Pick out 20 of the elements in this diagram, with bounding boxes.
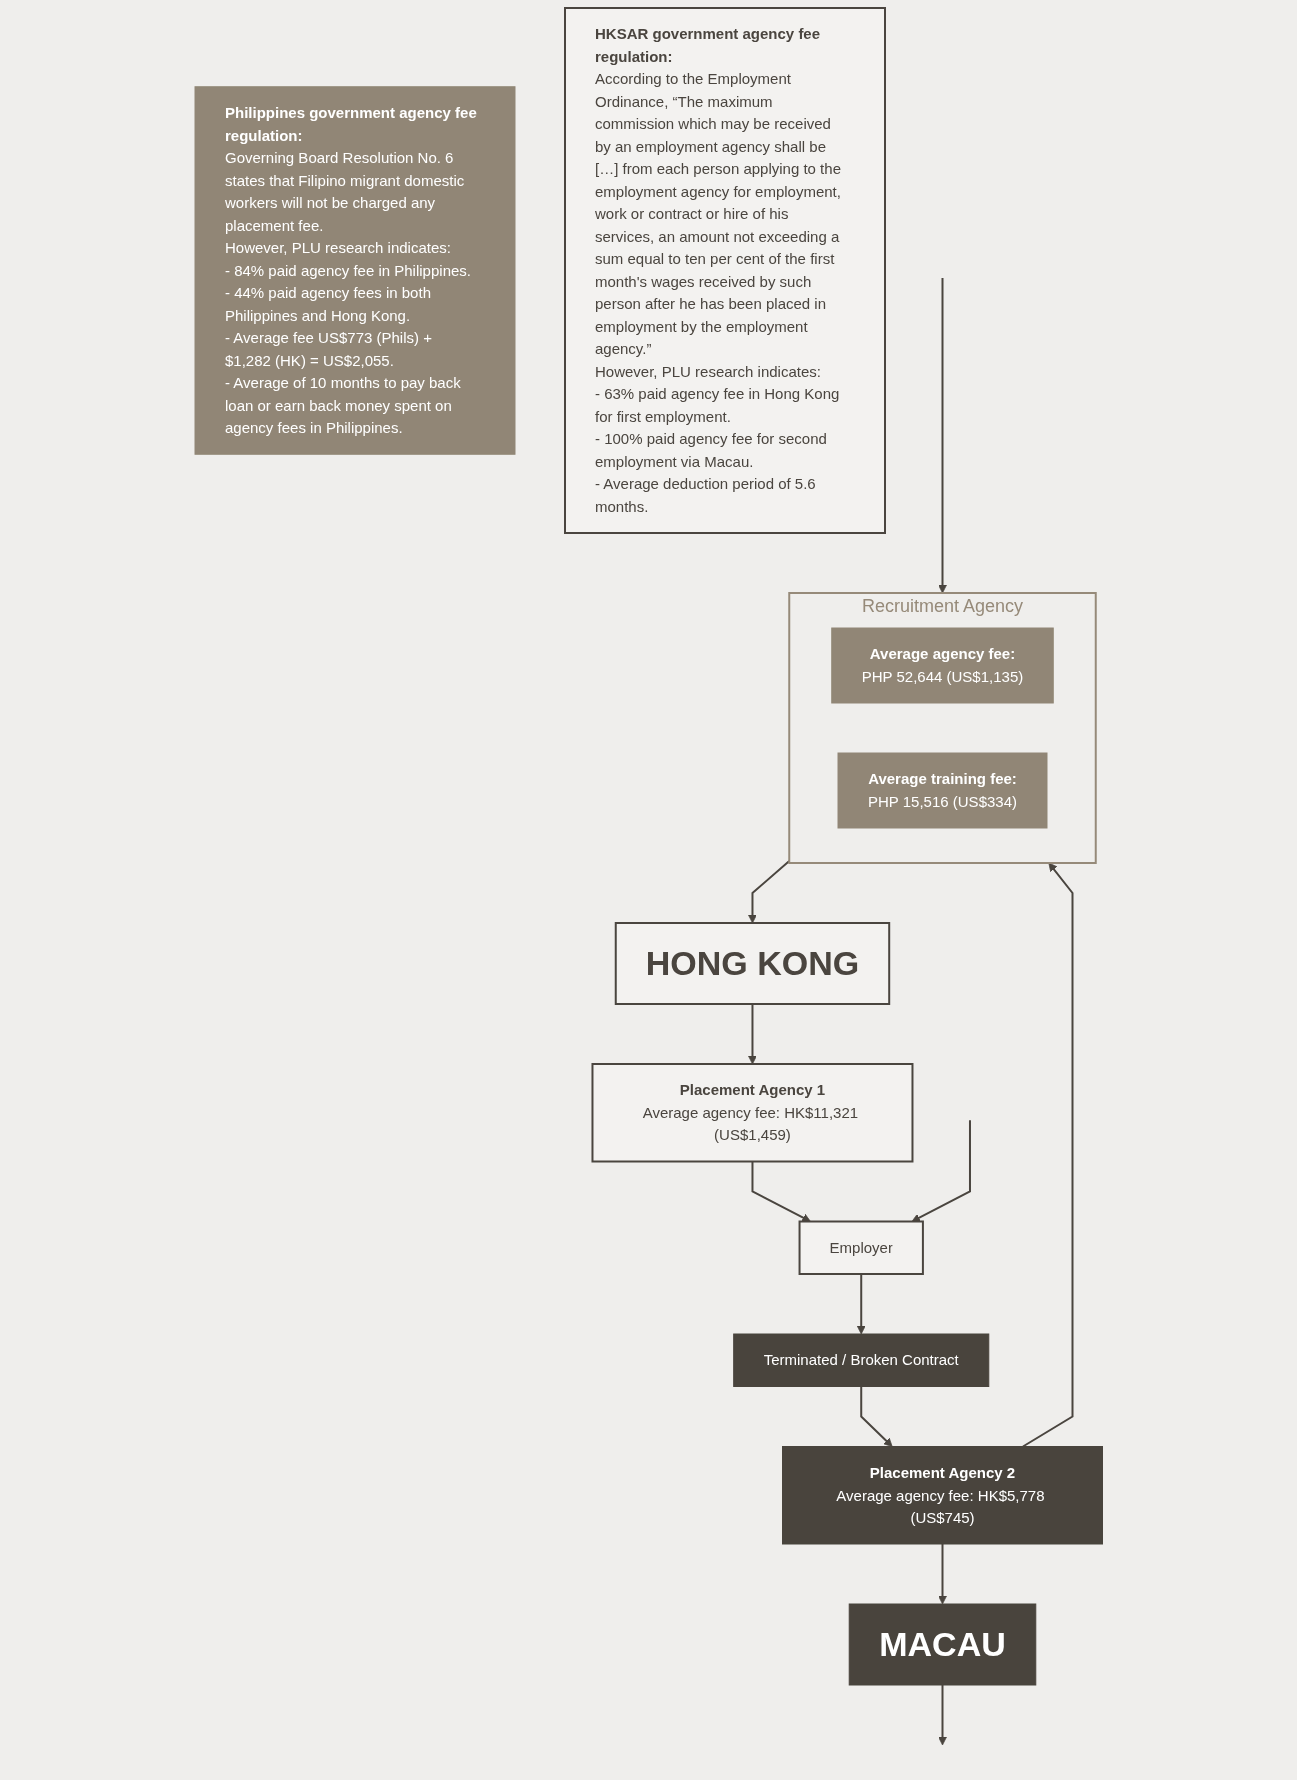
node-box: Placement Agency 1 Average agency fee: HK$11,321 (US$1,459) xyxy=(591,1063,914,1163)
arrow xyxy=(856,1273,866,1335)
arrow xyxy=(937,1684,947,1746)
node-box: Employer xyxy=(798,1220,924,1275)
node-box: MACAU xyxy=(848,1603,1036,1686)
arrow xyxy=(860,1385,893,1447)
node-box: HONG KONG xyxy=(614,922,890,1005)
node-box: Average training fee: PHP 15,516 (US$334) xyxy=(837,752,1048,829)
arrow xyxy=(937,277,947,594)
node-box: Philippines government agency fee regulation: Governing Board Resolution No. 6 states that Filipino migrant domestic workers will not be charged any placement fee. However, PLU research indicates: - 84% paid agency fee in Philippines. - 44% paid agency fees in both Philippines and Hong Kong. - Average fee US$773 (Phils) + $1,282 (HK) = US$2,055. - Average of 10 months to pay back loan or earn back money spent on agency fees in Philippines. xyxy=(194,86,516,455)
node-box: Placement Agency 2 Average agency fee: HK$5,778 (US$745) xyxy=(781,1446,1103,1545)
node-box: Terminated / Broken Contract xyxy=(732,1333,989,1387)
node-box: Average agency fee: PHP 52,644 (US$1,135) xyxy=(831,627,1054,704)
arrow xyxy=(911,1119,971,1222)
arrow xyxy=(751,1160,811,1222)
arrow xyxy=(937,1543,947,1605)
arrow xyxy=(1021,862,1074,1448)
node-box: HKSAR government agency fee regulation: According to the Employment Ordinance, “The maximum commission which may be received by an employment agency shall be […] from each person applying to the employment agency for employment, work or contract or hire of his services, an amount not exceeding a sum equal to ten per cent of the first month's wages received by such person after he has been placed in employment by the employment agency.” However, PLU research indicates: - 63% paid agency fee in Hong Kong for first employment. - 100% paid agency fee for second employment via Macau. - Average deduction period of 5.6 months. xyxy=(563,7,886,534)
arrow xyxy=(747,1003,757,1065)
arrow xyxy=(747,860,790,924)
